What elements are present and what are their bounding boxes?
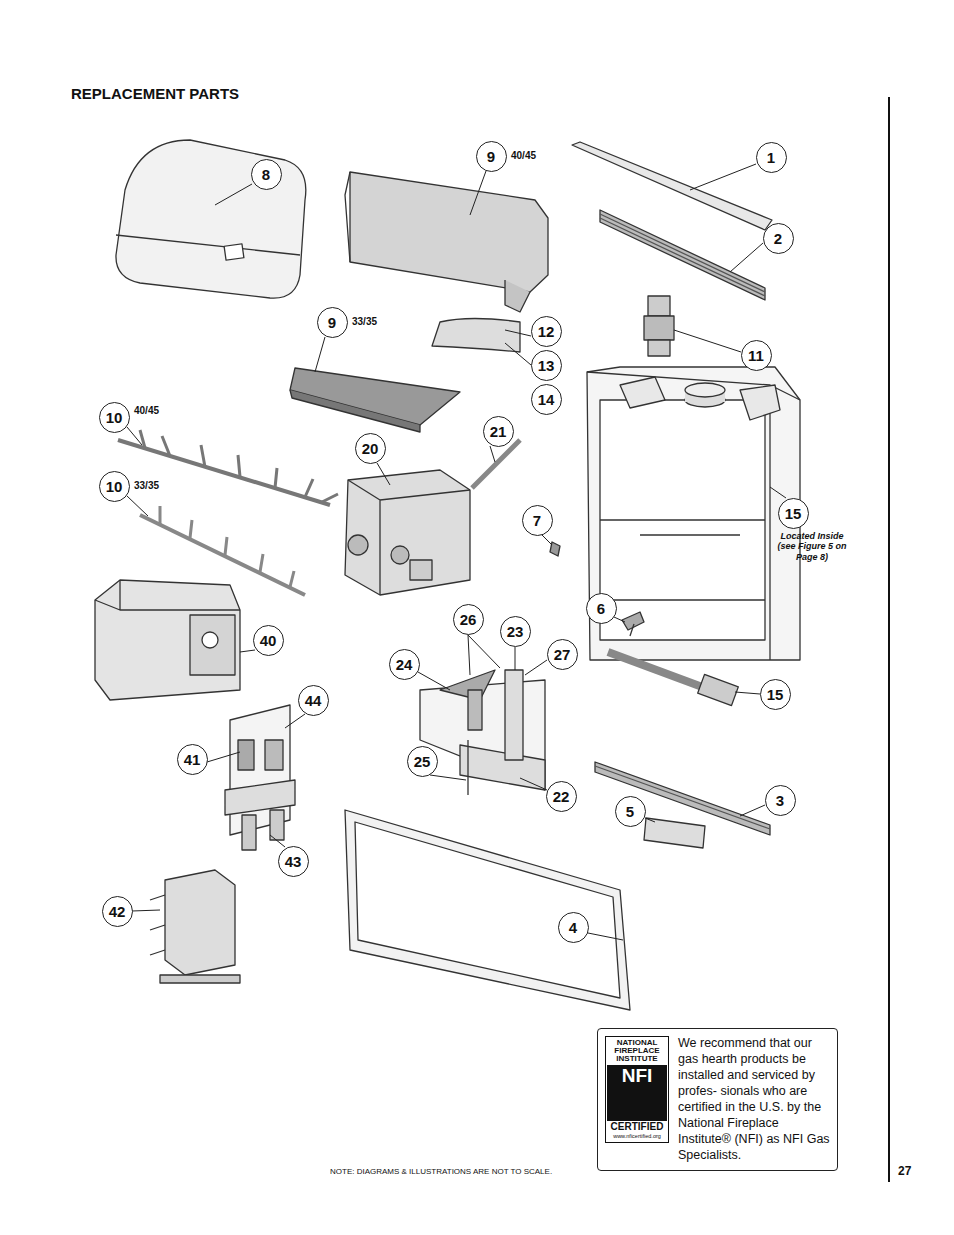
callout-text: 20	[362, 441, 379, 456]
callout-number: 44	[298, 685, 329, 716]
callout-text: 8	[262, 167, 270, 182]
callout-number: 15	[760, 679, 791, 710]
callout-text: 4	[569, 920, 577, 935]
scale-note: NOTE: DIAGRAMS & ILLUSTRATIONS ARE NOT T…	[330, 1167, 552, 1176]
logo-text: NFI	[607, 1065, 667, 1121]
callout-text: 14	[538, 392, 555, 407]
callout-text: 11	[748, 348, 764, 363]
location-note: Located Inside (see Figure 5 on Page 8)	[776, 531, 848, 562]
callout-text: 21	[490, 424, 507, 439]
callout-number: 21	[483, 416, 514, 447]
callout-number: 25	[407, 746, 438, 777]
callout-number: 15	[778, 498, 809, 529]
callout-text: 42	[109, 904, 126, 919]
callout-text: 9	[328, 315, 336, 330]
logo-text: CERTIFIED	[607, 1121, 667, 1133]
page-title: REPLACEMENT PARTS	[71, 85, 239, 102]
model-size-label: 40/45	[511, 150, 536, 162]
callout-text: 44	[305, 693, 322, 708]
callout-number: 14	[531, 384, 562, 415]
callout-text: 43	[285, 854, 302, 869]
model-size-label: 33/35	[352, 316, 377, 328]
callout-number: 24	[389, 649, 420, 680]
callout-number: 43	[278, 846, 309, 877]
callout-number: 4	[558, 912, 589, 943]
callout-text: 25	[414, 754, 431, 769]
callout-number: 13	[531, 350, 562, 381]
callout-text: 22	[553, 789, 570, 804]
callout-number: 7	[522, 505, 553, 536]
nfi-notice-box: We recommend that our gas hearth product…	[597, 1028, 838, 1171]
callout-number: 27	[547, 639, 578, 670]
callout-text: 7	[533, 513, 541, 528]
callout-text: 1	[767, 150, 775, 165]
callout-text: 9	[487, 149, 495, 164]
callout-number: 9	[476, 141, 507, 172]
callout-text: 15	[785, 506, 802, 521]
callout-text: 10	[106, 410, 123, 425]
callout-number: 5	[615, 796, 646, 827]
callout-number: 40	[253, 625, 284, 656]
model-size-label: 33/35	[134, 480, 159, 492]
callout-number: 42	[102, 896, 133, 927]
callout-number: 22	[546, 781, 577, 812]
callout-text: 5	[626, 804, 634, 819]
callout-number: 41	[177, 744, 208, 775]
callout-number: 23	[500, 616, 531, 647]
logo-text: NATIONAL FIREPLACE INSTITUTE	[607, 1039, 667, 1063]
callout-number: 26	[453, 604, 484, 635]
callout-number: 10	[99, 471, 130, 502]
callout-text: 27	[554, 647, 571, 662]
callout-text: 3	[776, 793, 784, 808]
callout-text: 12	[538, 324, 555, 339]
callout-number: 3	[765, 785, 796, 816]
logo-text: www.nficertified.org	[607, 1133, 667, 1140]
callout-number: 20	[355, 433, 386, 464]
callout-text: 15	[767, 687, 784, 702]
callout-text: 24	[396, 657, 413, 672]
page-number: 27	[898, 1165, 911, 1179]
callout-text: 26	[460, 612, 477, 627]
callout-text: 23	[507, 624, 524, 639]
callout-text: 2	[774, 231, 782, 246]
callout-text: 41	[184, 752, 201, 767]
callout-number: 2	[763, 223, 794, 254]
callout-text: 6	[597, 601, 605, 616]
callout-text: 10	[106, 479, 123, 494]
callout-text: 13	[538, 358, 555, 373]
model-size-label: 40/45	[134, 405, 159, 417]
nfi-logo: NATIONAL FIREPLACE INSTITUTENFICERTIFIED…	[605, 1036, 669, 1143]
callout-number: 6	[586, 593, 617, 624]
notice-text: We recommend that our gas hearth product…	[678, 1035, 834, 1163]
callout-number: 8	[251, 159, 282, 190]
callout-number: 9	[317, 307, 348, 338]
callout-number: 11	[741, 340, 772, 371]
callout-number: 12	[531, 316, 562, 347]
callout-number: 1	[756, 142, 787, 173]
callout-text: 40	[260, 633, 277, 648]
callout-number: 10	[99, 402, 130, 433]
